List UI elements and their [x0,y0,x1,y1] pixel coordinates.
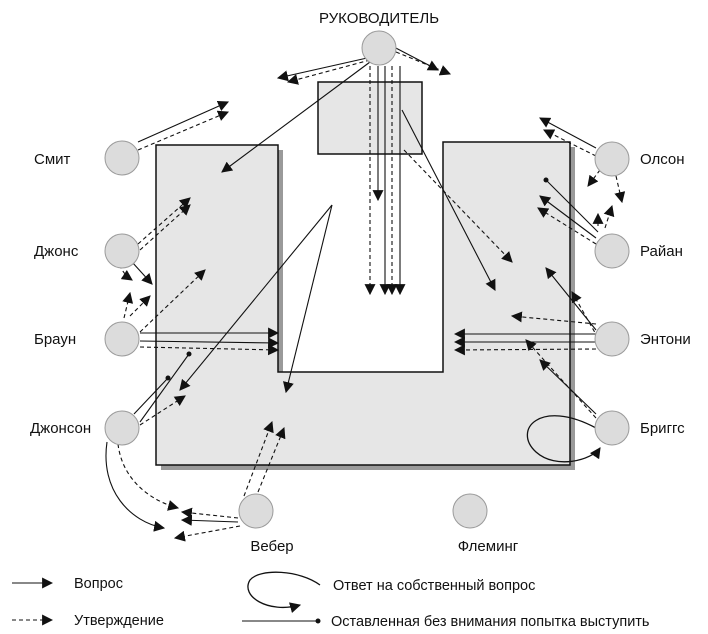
legend-labels: Вопрос Утверждение Ответ на собственный … [74,576,649,630]
anthony-statement-arrow [510,311,597,325]
olson-statement-arrow [543,129,597,157]
olson-statement-arrow [614,175,626,204]
fleming-label: Флеминг [458,538,519,555]
brown-question-arrow [139,337,280,349]
ryan-ignored-line [545,179,599,233]
legend-self-answer-arrow [247,571,321,613]
weber-question-arrow [180,514,239,526]
weber-statement-arrow [243,420,274,497]
leader-statement-arrow [395,51,452,76]
brown-statement-arrow [139,344,280,356]
leader-statement-arrow [403,149,513,263]
olson-label: Олсон [640,151,685,168]
leader-statement-arrow [286,59,371,85]
legend [12,571,321,626]
johnson-ignored-dot [165,375,171,381]
olson-statement-arrow [587,169,601,187]
johnson-statement-arrow [117,443,180,511]
ryan-question-arrow [539,195,597,239]
briggs-statement-arrow [525,339,597,419]
jones-node [104,233,140,269]
olson-node [594,141,630,177]
brown-statement-arrow [139,269,206,333]
weber-statement-arrow [180,507,239,519]
leader-question-arrow [276,55,377,82]
ryan-ignored-dot [543,177,549,183]
ryan-label: Райан [640,243,683,260]
anthony-node [594,321,630,357]
johnson-question-arrow [105,441,166,532]
smith-statement-arrow [137,110,230,151]
olson-question-arrow [539,117,597,149]
leader-node [361,30,397,66]
leader-question-arrow [221,61,371,173]
interaction-arrows [105,45,626,542]
legend-ignored-dot [315,618,321,624]
legend-ignored-label: Оставленная без внимания попытка выступи… [331,614,649,630]
anthony-statement-arrow [571,291,599,339]
smith-label: Смит [34,151,71,168]
jones-question-arrow [131,261,153,285]
smith-node [104,140,140,176]
weber-statement-arrow [173,525,241,542]
johnson-ignored-dot [186,351,192,357]
legend-question-label: Вопрос [74,576,123,592]
jones-statement-arrow [139,204,191,251]
jones-label: Джонс [34,243,79,260]
briggs-self-answer-arrow [526,415,601,463]
anthony-label: Энтони [640,331,691,348]
leader-question-arrow [401,109,496,291]
johnson-label: Джонсон [30,420,91,437]
weber-node [238,493,274,529]
ryan-statement-arrow [537,207,597,245]
weber-statement-arrow [257,426,286,493]
brown-node [104,321,140,357]
briggs-question-arrow [539,359,597,415]
leader-question-arrow [179,204,333,391]
legend-statement-label: Утверждение [74,613,164,629]
brown-statement-arrow [129,295,151,317]
participant-labels: РУКОВОДИТЕЛЬ Смит Джонс Браун Джонсон Ол… [30,10,691,555]
weber-label: Вебер [250,538,293,555]
participant-nodes [104,30,630,529]
table [155,81,575,470]
johnson-ignored-line [139,353,190,423]
briggs-node [594,410,630,446]
johnson-ignored-line [133,377,169,415]
ryan-node [594,233,630,269]
brown-label: Браун [34,331,76,348]
leader-label: РУКОВОДИТЕЛЬ [319,10,439,27]
fleming-node [452,493,488,529]
brown-statement-arrow [122,291,134,319]
legend-self-answer-label: Ответ на собственный вопрос [333,578,535,594]
briggs-label: Бриггс [640,420,685,437]
johnson-node [104,410,140,446]
johnson-statement-arrow [139,395,186,426]
table-surface [155,141,571,466]
leader-question-arrow [283,204,333,394]
smith-question-arrow [137,100,230,143]
ryan-statement-arrow [603,204,615,229]
